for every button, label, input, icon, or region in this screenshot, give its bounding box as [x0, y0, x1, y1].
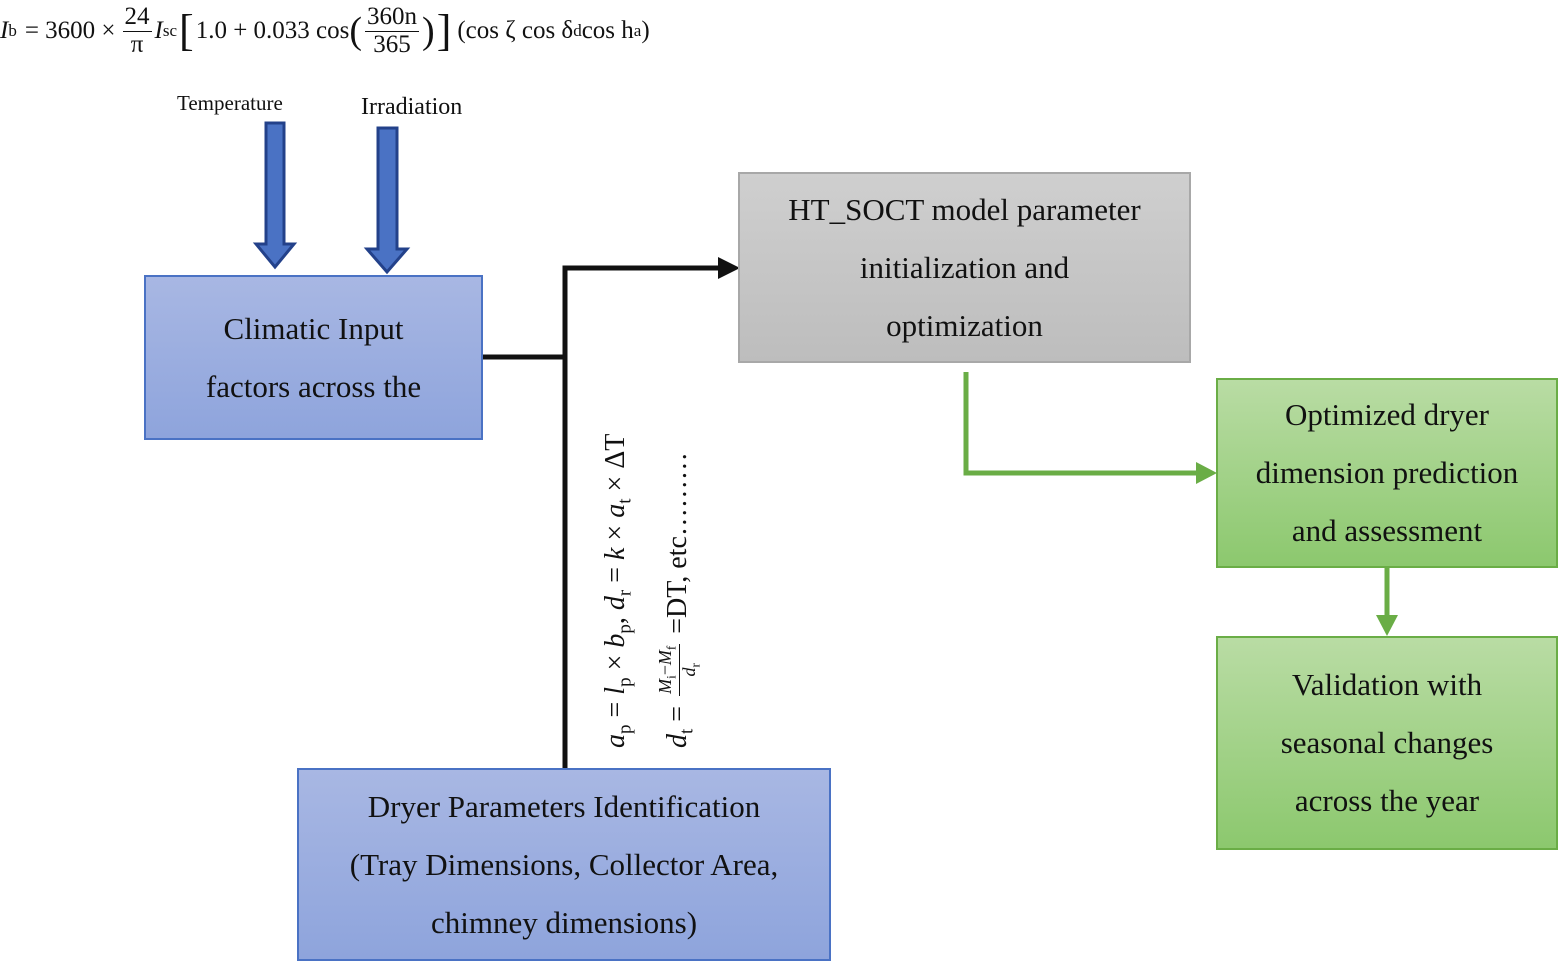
formula-frac1-den: π [130, 30, 144, 58]
dryer-line-1: Dryer Parameters Identification [367, 788, 761, 824]
eq2-mf-sub: f [663, 645, 679, 651]
climatic-input-box: Climatic Input factors across the [144, 275, 483, 440]
optimized-line-1: Optimized dryer [1284, 397, 1489, 432]
climatic-line-2: factors across the [205, 368, 422, 404]
formula-bracket-open: [ [179, 6, 194, 55]
dryer-line-2: (Tray Dimensions, Collector Area, [349, 846, 779, 882]
optimized-line-3: and assessment [1291, 513, 1483, 548]
eq2-denominator: dr [678, 663, 703, 677]
formula-paren-close: ) [422, 10, 435, 52]
eq2-dt-sub: t [676, 728, 698, 734]
eq2-dt: d [661, 734, 693, 748]
temperature-label: Temperature [177, 91, 283, 115]
validation-line-1: Validation with [1291, 667, 1483, 702]
formula-eq: = 3600 × [24, 17, 116, 44]
formula-tail-open: (cos ζ cos δ [457, 17, 574, 44]
eq1-times1: × [600, 647, 631, 678]
formula-frac2-den: 365 [373, 30, 411, 58]
eq1-eq-b: = [600, 560, 631, 590]
irradiation-arrow [363, 126, 411, 275]
eq2-mi-sub: i [663, 675, 679, 679]
eq2-numerator: Mi−Mf [655, 643, 680, 696]
eq1-times2: × [600, 517, 631, 548]
eq1-ap: a [600, 734, 631, 748]
eq1-eq-a: = [600, 694, 631, 725]
eq1-at: a [600, 503, 631, 518]
dryer-parameters-box: Dryer Parameters Identification (Tray Di… [297, 768, 831, 961]
eq2-den-d: d [678, 667, 699, 677]
eq1-at-sub: t [614, 498, 636, 504]
model-arrowhead [718, 257, 740, 279]
eq2-mf: M [655, 650, 675, 666]
eq2-minus: − [655, 665, 675, 676]
dryer-line-3: chimney dimensions) [430, 904, 698, 940]
model-text: HT_SOCT model parameter initialization a… [788, 181, 1140, 355]
eq2-eq-a: = [661, 698, 693, 729]
formula-frac2-num: 360n [365, 3, 420, 32]
formula-lhs-sub: b [8, 21, 17, 40]
eq1-bp-sub: p [614, 624, 636, 634]
eq1-bp: b [600, 633, 631, 648]
formula-frac2: 360n 365 [365, 3, 420, 58]
validation-arrowhead [1376, 615, 1398, 636]
eq1-lp: l [600, 686, 631, 695]
formula-isc-sub: sc [162, 21, 178, 40]
model-to-optimized-connector [963, 372, 1196, 476]
eq2-den-sub: r [687, 663, 703, 668]
optimized-arrowhead [1196, 462, 1217, 484]
formula-isc: I [154, 17, 163, 44]
validation-text: Validation with seasonal changes across … [1281, 656, 1494, 830]
climatic-input-text: Climatic Input factors across the [206, 300, 421, 416]
formula-tail-close: ) [641, 17, 650, 44]
eq2-mi: M [655, 678, 675, 694]
optimized-text: Optimized dryer dimension prediction and… [1256, 386, 1519, 560]
model-line-2: initialization and [859, 249, 1070, 285]
eq1-dr-sub: r [614, 589, 636, 597]
formula-bracket-close: ] [436, 6, 452, 55]
eq1-dr: d [600, 596, 631, 611]
eq2-rest: =DT, etc……… [661, 452, 693, 641]
area-rate-equation: ap = lp × bp, dr = k × at × ΔT [600, 434, 637, 748]
model-line-3: optimization [886, 307, 1043, 343]
eq1-ap-sub: p [614, 724, 636, 735]
optimized-line-2: dimension prediction [1255, 455, 1519, 490]
formula-paren-open: ( [349, 10, 363, 52]
model-line-1: HT_SOCT model parameter [788, 191, 1141, 227]
eq1-lp-sub: p [614, 677, 636, 687]
eq1-times3: × ΔT [600, 433, 631, 499]
validation-box: Validation with seasonal changes across … [1216, 636, 1558, 850]
formula-tail-sub: d [573, 21, 582, 40]
formula-frac1: 24 π [122, 3, 152, 58]
formula-tail-sub2: a [633, 21, 642, 40]
formula-tail-mid: cos h [581, 17, 634, 44]
formula-lhs: I [0, 17, 9, 44]
temperature-arrow [252, 121, 298, 270]
eq1-k: k [600, 547, 631, 560]
formula-inner: 1.0 + 0.033 cos [195, 17, 350, 44]
irradiation-label: Irradiation [361, 94, 463, 120]
trunk-connector [562, 265, 718, 768]
optimized-dryer-box: Optimized dryer dimension prediction and… [1216, 378, 1558, 568]
validation-line-2: seasonal changes [1280, 725, 1494, 760]
eq1-sep: , [600, 610, 631, 625]
formula-frac1-num: 24 [122, 3, 152, 32]
dryer-text: Dryer Parameters Identification (Tray Di… [350, 778, 779, 952]
model-box: HT_SOCT model parameter initialization a… [738, 172, 1191, 363]
validation-line-3: across the year [1294, 783, 1480, 818]
climatic-line-1: Climatic Input [223, 310, 404, 346]
